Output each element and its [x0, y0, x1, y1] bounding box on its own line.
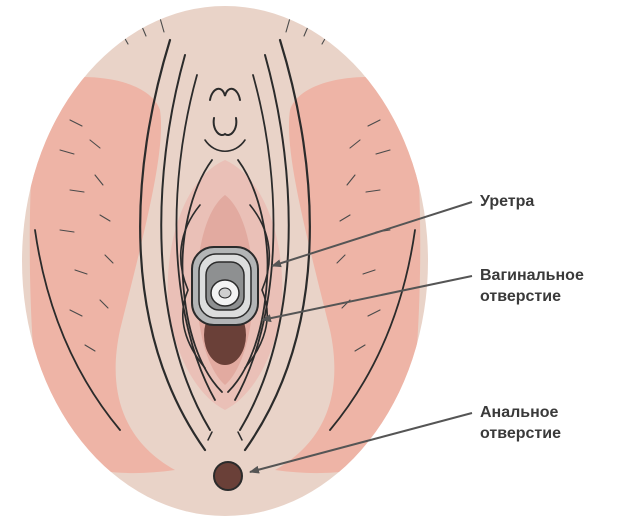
label-anal-line2: отверстие	[480, 423, 561, 444]
label-urethra: Уретра	[480, 191, 534, 212]
ring-device	[192, 247, 258, 325]
label-vaginal-opening: Вагинальное отверстие	[480, 265, 584, 307]
anal-opening	[214, 462, 242, 490]
label-anal-line1: Анальное	[480, 402, 561, 423]
label-anal-opening: Анальное отверстие	[480, 402, 561, 444]
label-urethra-text: Уретра	[480, 193, 534, 210]
label-vaginal-line1: Вагинальное	[480, 265, 584, 286]
label-vaginal-line2: отверстие	[480, 286, 584, 307]
